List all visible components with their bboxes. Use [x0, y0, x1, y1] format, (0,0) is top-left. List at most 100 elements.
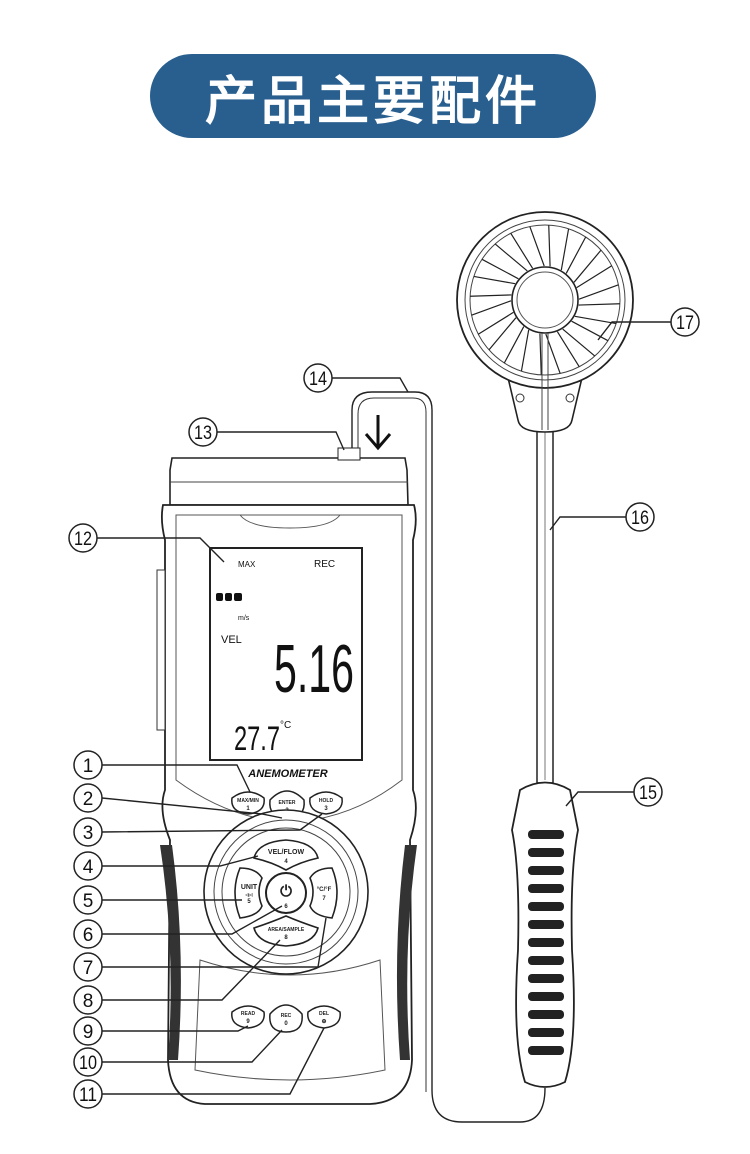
callout-8: 8 — [73, 985, 103, 1015]
power-button[interactable]: ⏻ 6 — [265, 872, 307, 914]
leader-line — [102, 1025, 249, 1032]
probe-cable — [351, 391, 546, 1123]
vane-blade — [574, 303, 620, 325]
power-icon: ⏻ — [280, 883, 292, 900]
leader-line — [565, 791, 634, 807]
lcd-unit: m/s — [238, 615, 250, 622]
callout-15: 15 — [633, 777, 663, 807]
vane-head — [456, 211, 634, 433]
title-banner: 产品主要配件 — [150, 54, 596, 138]
callout-2: 2 — [73, 783, 103, 813]
svg-text:5: 5 — [247, 899, 251, 905]
svg-text:5: 5 — [83, 891, 94, 912]
leader-line — [102, 917, 327, 968]
callout-10: 10 — [73, 1047, 103, 1077]
svg-text:°C/°F: °C/°F — [317, 887, 332, 893]
handle-grip-ridge — [528, 884, 564, 893]
svg-text:DEL: DEL — [319, 1011, 329, 1017]
callout-5: 5 — [73, 885, 103, 915]
max-min-button[interactable]: MAX/MIN 1 — [231, 791, 265, 815]
lcd-rec-indicator: REC — [314, 559, 335, 570]
callout-1: 1 — [73, 750, 103, 780]
svg-text:ENTER: ENTER — [279, 800, 296, 806]
handle-grip-ridge — [528, 902, 564, 911]
callout-17: 17 — [670, 307, 700, 337]
leader-line — [101, 797, 283, 819]
svg-text:2: 2 — [83, 789, 94, 810]
battery-icon — [216, 593, 242, 601]
svg-text:0: 0 — [284, 1021, 288, 1027]
del-button[interactable]: DEL ⊕ — [307, 1005, 341, 1029]
svg-text:13: 13 — [194, 423, 212, 444]
svg-text:MAX/MIN: MAX/MIN — [237, 798, 259, 804]
read-button[interactable]: READ 9 — [231, 1005, 265, 1029]
svg-text:16: 16 — [631, 508, 649, 529]
leader-line — [97, 537, 225, 563]
svg-text:12: 12 — [74, 529, 92, 550]
rec-button[interactable]: REC 0 — [269, 1004, 303, 1033]
svg-text:READ: READ — [241, 1011, 256, 1017]
vane-blade — [481, 243, 528, 280]
lcd-temperature-value: 27.7 — [234, 720, 280, 758]
leader-line — [102, 1029, 283, 1063]
lcd-mode: VEL — [221, 634, 242, 646]
svg-text:⊕: ⊕ — [321, 1019, 326, 1025]
svg-text:17: 17 — [676, 313, 694, 334]
lcd-temperature-unit: °C — [280, 720, 291, 731]
leader-line — [102, 1027, 325, 1095]
handle-grip-ridge — [528, 938, 564, 947]
probe-rod — [536, 427, 554, 784]
callout-16: 16 — [625, 502, 655, 532]
handle-grip-ridge — [528, 830, 564, 839]
svg-text:15: 15 — [639, 783, 657, 804]
vane-blade — [548, 225, 570, 271]
brand-label: ANEMOMETER — [247, 768, 328, 780]
svg-text:10: 10 — [79, 1053, 97, 1074]
area-sample-button[interactable]: AREA/SAMPLE 8 — [253, 915, 319, 947]
leader-line — [597, 321, 671, 341]
callout-13: 13 — [188, 417, 218, 447]
lcd-max-indicator: MAX — [238, 560, 256, 569]
lcd-velocity-value: 5.16 — [274, 631, 354, 707]
svg-text:UNIT: UNIT — [241, 884, 258, 891]
vane-blade — [562, 320, 609, 357]
vane-blade — [488, 317, 525, 364]
svg-text:9: 9 — [246, 1019, 250, 1025]
probe-handle — [511, 781, 579, 1088]
handle-grip-ridge — [528, 1028, 564, 1037]
leader-line — [102, 939, 281, 1001]
svg-text:3: 3 — [83, 823, 94, 844]
vane-blade — [510, 226, 545, 269]
hold-button[interactable]: HOLD 3 — [309, 791, 343, 815]
svg-text:3: 3 — [324, 806, 328, 812]
handle-grip-ridge — [528, 956, 564, 965]
leader-line — [549, 516, 626, 531]
svg-text:1: 1 — [83, 756, 94, 777]
svg-text:VEL/FLOW: VEL/FLOW — [268, 849, 305, 856]
celsius-fahrenheit-button[interactable]: °C/°F 7 — [309, 867, 338, 919]
svg-text:◁|◁: ◁|◁ — [244, 892, 253, 897]
leader-line — [101, 813, 323, 833]
handle-grip-ridge — [528, 974, 564, 983]
leader-line — [102, 764, 251, 793]
vane-blade — [520, 329, 542, 375]
svg-text:4: 4 — [83, 857, 94, 878]
leader-line — [102, 855, 259, 867]
handle-grip-ridge — [528, 992, 564, 1001]
svg-text:REC: REC — [281, 1013, 292, 1019]
svg-text:4: 4 — [284, 859, 288, 865]
svg-text:AREA/SAMPLE: AREA/SAMPLE — [268, 927, 305, 933]
page-title: 产品主要配件 — [204, 71, 541, 132]
vel-flow-button[interactable]: VEL/FLOW 4 — [253, 839, 319, 871]
leader-line — [102, 905, 283, 935]
leader-line — [217, 431, 345, 451]
vane-blade — [471, 300, 514, 335]
handle-grip-ridge — [528, 848, 564, 857]
callout-7: 7 — [73, 952, 103, 982]
svg-text:8: 8 — [83, 991, 94, 1012]
vane-blade — [565, 236, 602, 283]
callout-6: 6 — [73, 919, 103, 949]
unit-button[interactable]: UNIT ◁|◁ 5 — [234, 867, 263, 919]
svg-text:HOLD: HOLD — [319, 798, 334, 804]
